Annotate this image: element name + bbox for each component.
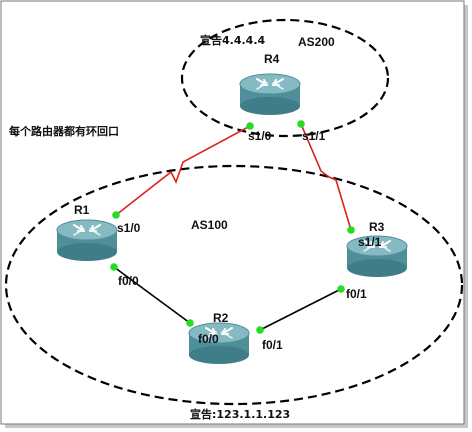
serial-link-r4-r3: [300, 123, 352, 231]
r4-s1-1-label: s1/1: [302, 129, 326, 143]
port-dot-icon: [186, 319, 194, 327]
router-label-r3: R3: [369, 220, 385, 234]
r3-f0-1-label: f0/1: [346, 287, 367, 301]
r4-announce-label: 宣告4.4.4.4: [200, 33, 265, 47]
router-icon-r1[interactable]: [56, 219, 118, 262]
as100-region: [4, 164, 464, 406]
serial-link-r4-r1: [115, 125, 251, 216]
ethernet-link-r2-r3: [259, 288, 342, 331]
port-dot-icon: [256, 326, 264, 334]
as200-region: [180, 18, 390, 138]
r3-s1-1-label: s1/1: [358, 235, 382, 249]
r1-f0-0-label: f0/0: [118, 274, 139, 288]
r2-announce-label: 宣告:123.1.1.123: [190, 407, 290, 421]
router-label-r1: R1: [74, 203, 90, 217]
port-dot-icon: [337, 285, 345, 293]
r2-f0-0-label: f0/0: [198, 332, 219, 346]
port-dot-icon: [297, 120, 305, 128]
r4-s1-0-label: s1/0: [248, 129, 272, 143]
r2-f0-1-label: f0/1: [262, 338, 283, 352]
as200-label: AS200: [298, 35, 335, 49]
router-label-r2: R2: [213, 311, 229, 325]
r1-s1-0-label: s1/0: [117, 221, 141, 235]
port-dot-icon: [112, 211, 120, 219]
ethernet-link-r1-r2: [113, 266, 191, 324]
router-label-r4: R4: [264, 52, 280, 66]
port-dot-icon: [110, 263, 118, 271]
loopback-note: 每个路由器都有环回口: [9, 124, 119, 138]
as100-label: AS100: [191, 218, 228, 232]
router-icon-r4[interactable]: [239, 73, 301, 116]
port-dot-icon: [347, 226, 355, 234]
port-dot-icon: [246, 122, 254, 130]
